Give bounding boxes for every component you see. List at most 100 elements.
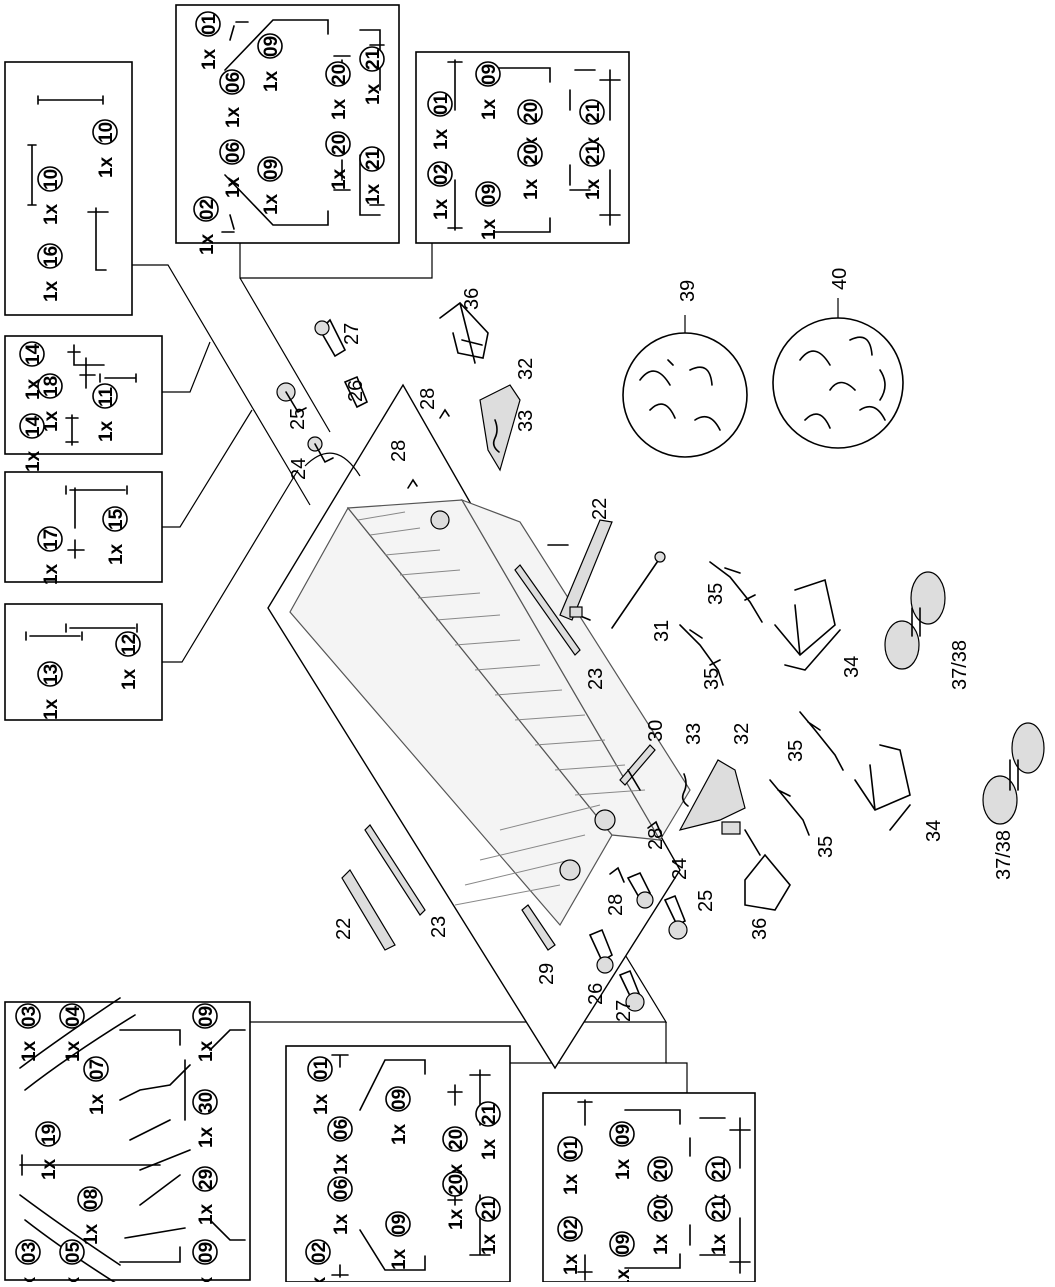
quantity-text: 1x xyxy=(19,1040,40,1062)
callout-32: 32 xyxy=(731,723,753,745)
part-number-circle xyxy=(609,1231,635,1257)
part-number-text: 19 xyxy=(39,1124,60,1145)
part-label-09: 1x 09 xyxy=(257,156,283,215)
part-number-circle xyxy=(195,11,221,37)
quantity-text: 1x xyxy=(331,1213,352,1235)
part-number-text: 09 xyxy=(613,1234,634,1255)
part-number-text: 21 xyxy=(363,48,384,70)
part-number-circle xyxy=(359,46,385,72)
quantity-text: 1x xyxy=(331,1153,352,1175)
part-number-text: 20 xyxy=(329,64,350,85)
part-number-text: 02 xyxy=(561,1219,582,1240)
part-number-circle xyxy=(37,243,63,269)
part-number-text: 10 xyxy=(41,169,62,190)
part-label-17: 1x 17 xyxy=(37,526,63,585)
callout-39: 39 xyxy=(677,280,699,302)
quantity-text: 1x xyxy=(41,563,62,585)
callout-26: 26 xyxy=(585,983,607,1005)
callout-27: 27 xyxy=(613,1000,635,1022)
part-number-text: 20 xyxy=(651,1159,672,1180)
wagon-body xyxy=(267,383,691,1070)
quantity-text: 1x xyxy=(261,193,282,215)
part-number-text: 06 xyxy=(331,1119,352,1140)
part-number-text: 20 xyxy=(651,1199,672,1220)
quantity-text: 1x xyxy=(309,1276,330,1282)
quantity-text: 1x xyxy=(479,98,500,120)
callout-36: 36 xyxy=(749,918,771,940)
loose-parts xyxy=(276,301,1045,1012)
quantity-text: 1x xyxy=(223,106,244,128)
quantity-text: 1x xyxy=(479,1233,500,1255)
part-number-text: 18 xyxy=(41,376,62,397)
part-number-circle xyxy=(35,1121,61,1147)
quantity-text: 1x xyxy=(446,1208,467,1230)
quantity-text: 1x xyxy=(106,543,127,565)
part-number-circle xyxy=(37,166,63,192)
callout-25: 25 xyxy=(695,890,717,912)
part-number-circle xyxy=(579,141,605,167)
part-number-text: 13 xyxy=(41,664,62,685)
part-number-text: 21 xyxy=(479,1198,500,1220)
quantity-text: 1x xyxy=(311,1093,332,1115)
callout-37-38: 37/38 xyxy=(993,830,1015,880)
part-number-circle xyxy=(647,1196,673,1222)
callout-28: 28 xyxy=(417,388,439,410)
part-number-circle xyxy=(325,61,351,87)
part-number-text: 01 xyxy=(561,1138,582,1160)
callout-22: 22 xyxy=(589,498,611,520)
part-number-text: 09 xyxy=(479,64,500,85)
part-number-text: 09 xyxy=(479,184,500,205)
quantity-text: 1x xyxy=(81,1223,102,1245)
part-number-circle xyxy=(557,1136,583,1162)
quantity-text: 1x xyxy=(479,218,500,240)
quantity-text: 1x xyxy=(87,1093,108,1115)
part-number-text: 09 xyxy=(389,1089,410,1110)
callout-25: 25 xyxy=(287,408,309,430)
parts-box-15-17 xyxy=(4,471,163,583)
part-number-circle xyxy=(647,1156,673,1182)
quantity-text: 1x xyxy=(196,1126,217,1148)
wheelset-upper xyxy=(884,571,946,670)
part-number-text: 21 xyxy=(479,1103,500,1125)
part-number-circle xyxy=(475,1101,501,1127)
part-number-text: 09 xyxy=(613,1124,634,1145)
quantity-text: 1x xyxy=(261,70,282,92)
part-number-text: 03 xyxy=(19,1242,40,1263)
part-number-circle xyxy=(37,526,63,552)
part-number-circle xyxy=(385,1211,411,1237)
part-number-text: 17 xyxy=(41,529,62,550)
quantity-text: 1x xyxy=(63,1276,84,1282)
quantity-text: 1x xyxy=(561,1173,582,1195)
callout-32: 32 xyxy=(515,358,537,380)
callout-35: 35 xyxy=(815,836,837,858)
callout-27: 27 xyxy=(341,323,363,345)
part-number-circle xyxy=(475,61,501,87)
part-number-circle xyxy=(257,33,283,59)
parts-box-10-16 xyxy=(4,61,133,316)
part-number-circle xyxy=(219,139,245,165)
part-number-circle xyxy=(359,146,385,172)
part-number-circle xyxy=(475,181,501,207)
quantity-text: 1x xyxy=(583,178,604,200)
part-number-circle xyxy=(579,99,605,125)
quantity-text: 1x xyxy=(431,198,452,220)
part-number-text: 14 xyxy=(23,415,44,437)
part-number-text: 09 xyxy=(261,159,282,180)
callout-24: 24 xyxy=(669,858,691,880)
quantity-text: 1x xyxy=(613,1158,634,1180)
part-number-text: 06 xyxy=(223,142,244,163)
callout-33: 33 xyxy=(683,723,705,745)
part-number-text: 21 xyxy=(709,1198,730,1220)
part-number-text: 21 xyxy=(709,1158,730,1180)
quantity-text: 1x xyxy=(19,1276,40,1282)
quantity-text: 1x xyxy=(521,178,542,200)
part-number-text: 16 xyxy=(41,246,62,267)
